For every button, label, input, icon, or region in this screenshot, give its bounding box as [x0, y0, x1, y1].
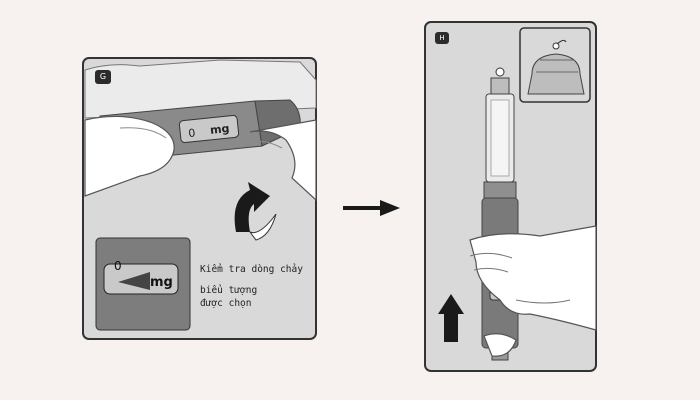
dose-window-unit: mg	[209, 122, 230, 137]
hand-right-g	[245, 119, 317, 202]
caption-line-2: biểu tượng	[200, 285, 258, 296]
inset-needle-tip	[519, 27, 591, 103]
inset-dose-symbol	[95, 237, 191, 331]
twist-arrow	[234, 182, 277, 241]
pen-body-h	[481, 67, 519, 361]
next-step-arrow	[343, 200, 400, 216]
inset-zero: 0	[114, 259, 122, 273]
caption-line-3: được chọn	[200, 298, 252, 309]
step-badge-g: G	[95, 70, 111, 84]
up-arrow	[438, 294, 464, 342]
caption-line-1: Kiểm tra dòng chảy	[200, 264, 303, 275]
inset-unit: mg	[150, 275, 173, 290]
panel-g-illustration: 0 mg 0 mg	[82, 57, 317, 340]
dose-window-zero: 0	[188, 126, 196, 140]
hand-left-g	[84, 115, 175, 197]
hand-h	[469, 225, 597, 357]
panel-g-caption: Kiểm tra dòng chảy biểu tượng được chọn	[200, 263, 315, 318]
step-badge-h: H	[435, 32, 449, 44]
panel-h-illustration	[424, 21, 597, 372]
